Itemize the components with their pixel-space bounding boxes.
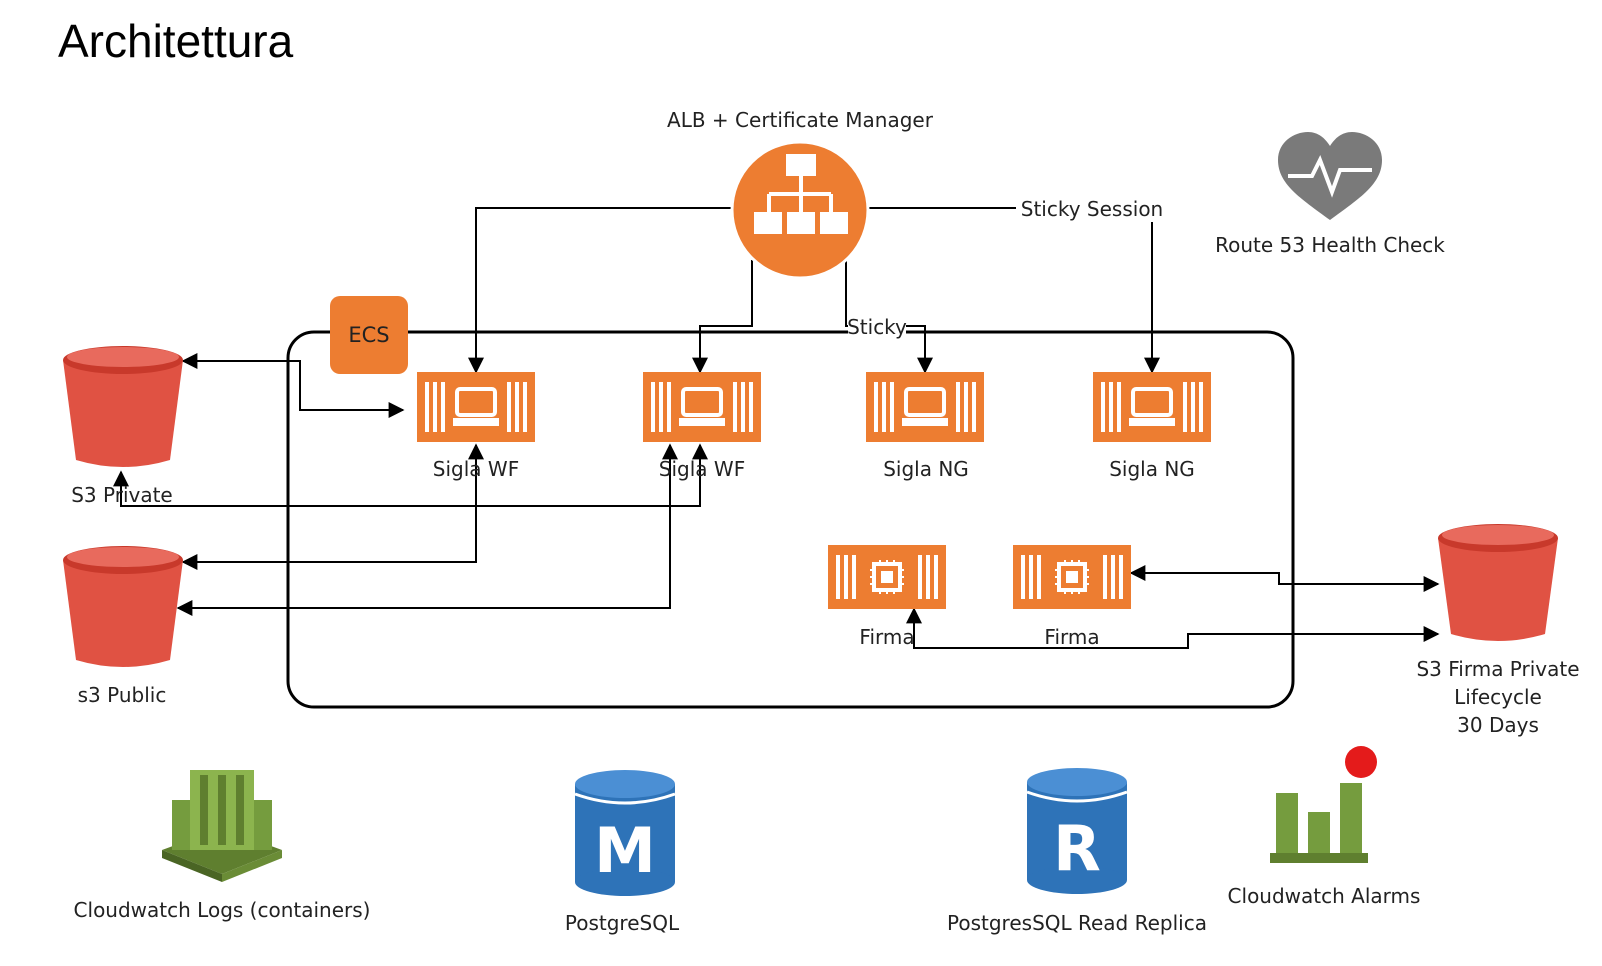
container-label: Sigla WF <box>659 457 745 481</box>
container-icon <box>1093 372 1211 442</box>
computer-icon <box>1131 387 1173 417</box>
container-icon <box>643 372 761 442</box>
s3-firma-label-line2: Lifecycle <box>1454 685 1542 709</box>
sticky-session-label: Sticky Session <box>1021 197 1163 221</box>
container-sigla-wf-1[interactable] <box>417 372 535 442</box>
database-letter: R <box>1053 812 1101 885</box>
container-label: Sigla WF <box>433 457 519 481</box>
computer-icon <box>455 387 497 417</box>
cloudwatch-logs-label: Cloudwatch Logs (containers) <box>74 898 371 922</box>
cloudwatch-logs-icon <box>162 770 282 882</box>
database-icon <box>1026 768 1128 894</box>
sticky-label: Sticky <box>847 315 907 339</box>
ecs-badge[interactable]: ECS <box>330 296 408 374</box>
postgres-replica-label: PostgresSQL Read Replica <box>947 911 1207 935</box>
cloudwatch-alarms-node[interactable] <box>1270 746 1377 863</box>
postgres-label: PostgreSQL <box>565 911 680 935</box>
route53-label: Route 53 Health Check <box>1215 233 1445 257</box>
computer-icon <box>681 387 723 417</box>
container-sigla-ng-1[interactable] <box>866 372 984 442</box>
container-label: Sigla NG <box>883 457 969 481</box>
connector-alb-sigla-wf-1 <box>468 207 738 374</box>
container-firma-2[interactable] <box>1013 545 1131 609</box>
connector-firma-2-s3-firma <box>1129 565 1440 592</box>
bucket-icon <box>63 560 183 667</box>
cloudwatch-alarms-label: Cloudwatch Alarms <box>1228 884 1421 908</box>
s3-public-label: s3 Public <box>78 683 167 707</box>
connector-s3-public-sigla-wf-2 <box>176 443 678 616</box>
bucket-s3-private[interactable] <box>63 346 183 467</box>
alb-node[interactable] <box>730 140 870 280</box>
firma-label: Firma <box>1044 625 1099 649</box>
connector-firma-1-s3-firma <box>906 607 1440 649</box>
cloudwatch-logs-node[interactable] <box>162 770 282 882</box>
computer-icon <box>904 387 946 417</box>
bucket-s3-firma-private[interactable] <box>1438 524 1558 641</box>
postgres-node[interactable]: M <box>574 770 676 896</box>
cloudwatch-alarms-icon <box>1270 746 1377 863</box>
container-label: Sigla NG <box>1109 457 1195 481</box>
heart-icon <box>1278 132 1382 220</box>
bucket-icon <box>63 360 183 467</box>
s3-private-label: S3 Private <box>71 483 173 507</box>
container-sigla-wf-2[interactable] <box>643 372 761 442</box>
container-sigla-ng-2[interactable] <box>1093 372 1211 442</box>
alb-label: ALB + Certificate Manager <box>667 108 934 132</box>
postgres-replica-node[interactable]: R <box>1026 768 1128 894</box>
database-icon <box>574 770 676 896</box>
connector-s3-private-sigla-wf-1 <box>181 353 405 418</box>
page-title: Architettura <box>58 15 294 67</box>
connector-sigla-wf-s3-private <box>113 443 708 507</box>
container-icon <box>417 372 535 442</box>
s3-firma-label-line3: 30 Days <box>1457 713 1539 737</box>
firma-label: Firma <box>859 625 914 649</box>
bucket-s3-public[interactable] <box>63 546 183 667</box>
container-icon <box>866 372 984 442</box>
s3-firma-label-line1: S3 Firma Private <box>1416 657 1579 681</box>
alarm-indicator-icon <box>1345 746 1377 778</box>
container-firma-1[interactable] <box>828 545 946 609</box>
bucket-icon <box>1438 538 1558 641</box>
database-letter: M <box>594 814 656 887</box>
connectors <box>113 207 1440 649</box>
route53-health-check[interactable] <box>1278 132 1382 220</box>
ecs-label: ECS <box>348 323 389 347</box>
connector-alb-sigla-wf-2 <box>692 260 753 374</box>
